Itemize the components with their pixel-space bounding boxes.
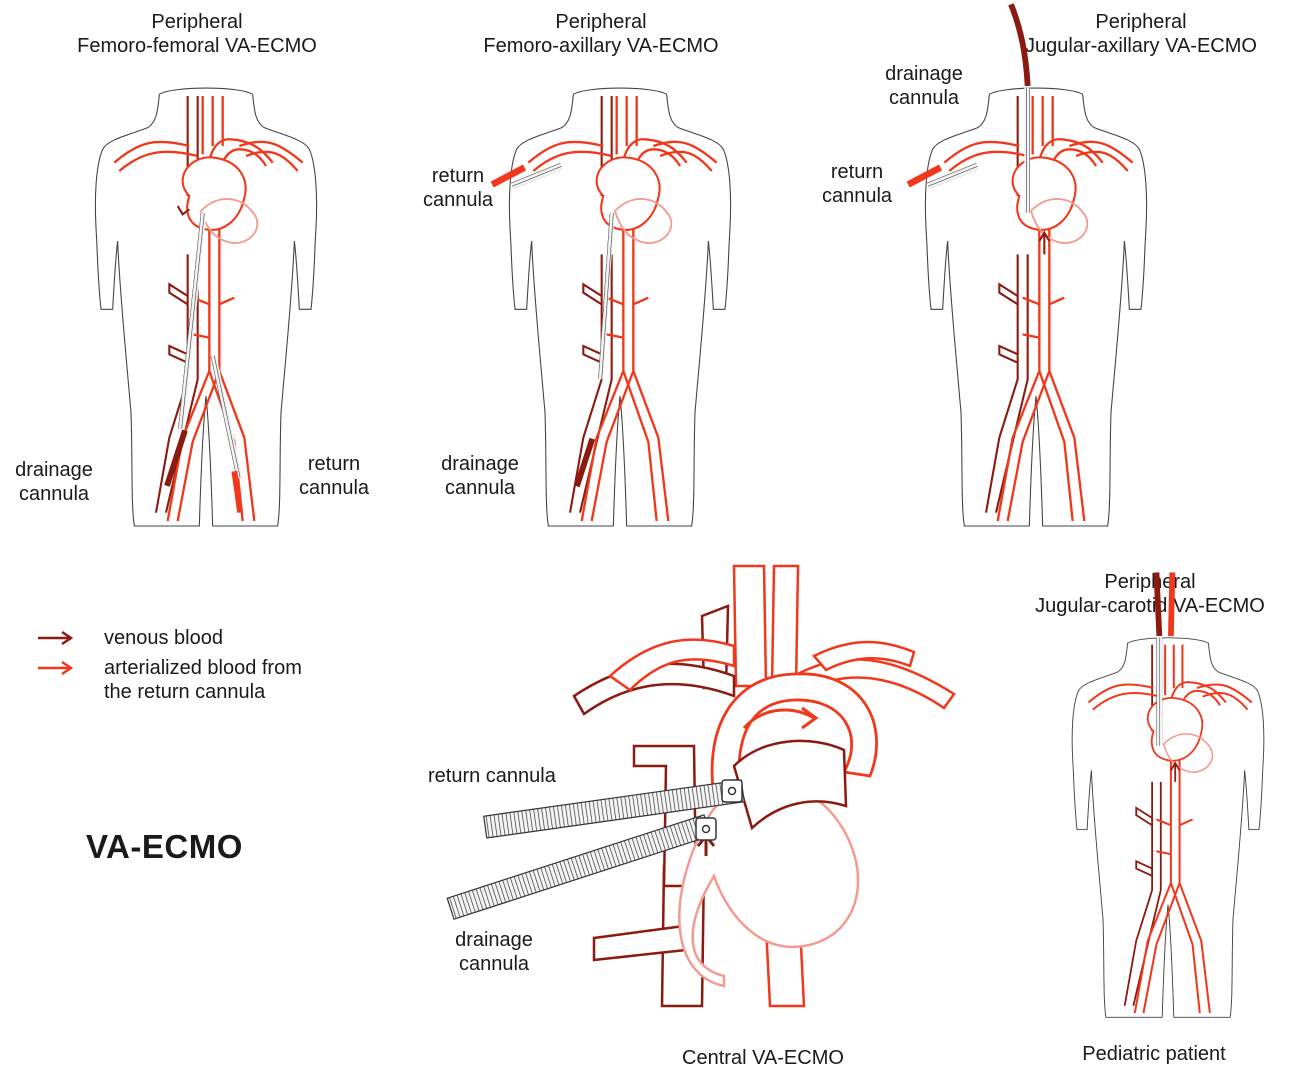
panel-title-fem-fem: Peripheral Femoro-femoral VA-ECMO [72, 10, 322, 58]
venous-arrow-icon [36, 630, 76, 646]
caption-pediatric: Pediatric patient [1064, 1042, 1244, 1066]
legend-arterial-label: arterialized blood from the return cannu… [104, 656, 302, 704]
caption-central: Central VA-ECMO [658, 1046, 868, 1070]
arterial-arrow-icon [36, 660, 76, 676]
drainage-cannula [1156, 637, 1162, 745]
return-cannula-tube [1171, 572, 1172, 636]
panel-title-line2: Femoro-axillary VA-ECMO [466, 34, 736, 58]
legend-venous: venous blood [36, 626, 223, 650]
heart-diagram-central [434, 566, 994, 1026]
drainage-cannula [1024, 88, 1030, 213]
panel-title-line1: Peripheral [72, 10, 322, 34]
drainage-cannula-tube [1156, 572, 1159, 636]
panel-title-pediatric: Peripheral Jugular-carotid VA-ECMO [1016, 570, 1284, 618]
drainage-cannula [178, 213, 206, 429]
label-return-cannula: return cannula [812, 160, 902, 208]
panel-title-line2: Femoro-femoral VA-ECMO [72, 34, 322, 58]
legend-arterial: arterialized blood from the return cannu… [36, 656, 302, 704]
panel-title-line2: Jugular-axillary VA-ECMO [1010, 34, 1272, 58]
panel-title-jug-ax: Peripheral Jugular-axillary VA-ECMO [1010, 10, 1272, 58]
body-diagram-jug-ax [906, 86, 1166, 536]
label-return-cannula: return cannula [414, 164, 502, 212]
panel-title-line2: Jugular-carotid VA-ECMO [1016, 594, 1284, 618]
main-title: VA-ECMO [86, 828, 243, 866]
body-diagram-fem-ax [490, 86, 750, 536]
body-diagram-fem-fem [76, 86, 336, 536]
body-diagram-pediatric [1068, 636, 1268, 1026]
panel-title-line1: Peripheral [466, 10, 736, 34]
panel-title-fem-ax: Peripheral Femoro-axillary VA-ECMO [466, 10, 736, 58]
panel-title-line1: Peripheral [1010, 10, 1272, 34]
legend-venous-label: venous blood [104, 626, 223, 650]
panel-title-line1: Peripheral [1016, 570, 1284, 594]
